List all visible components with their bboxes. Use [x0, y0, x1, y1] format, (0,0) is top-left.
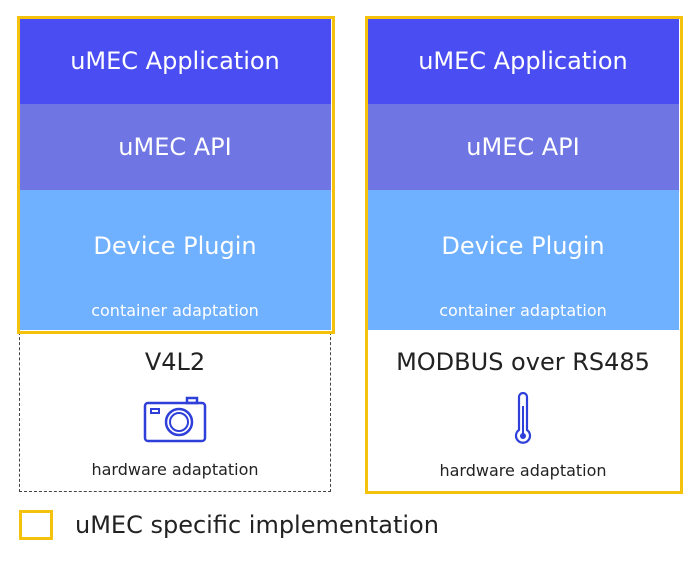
camera-icon: [143, 396, 207, 443]
api-layer: uMEC API: [367, 104, 679, 190]
application-layer: uMEC Application: [19, 18, 331, 104]
device-plugin-label: Device Plugin: [93, 232, 257, 260]
stack-v4l2: uMEC Application uMEC API Device Plugin …: [17, 16, 335, 492]
container-adaptation-label: container adaptation: [91, 301, 259, 320]
api-layer-label: uMEC API: [466, 133, 580, 161]
hardware-section: V4L2 hardware adaptation: [19, 332, 331, 492]
hardware-section: MODBUS over RS485 hardware adaptation: [367, 332, 679, 492]
legend-swatch: [19, 510, 53, 540]
device-plugin-layer: Device Plugin container adaptation: [19, 190, 331, 330]
legend-label: uMEC specific implementation: [75, 511, 439, 539]
hardware-adaptation-label: hardware adaptation: [91, 460, 259, 479]
stack-modbus: uMEC Application uMEC API Device Plugin …: [365, 16, 683, 494]
hardware-title: V4L2: [144, 348, 206, 376]
api-layer: uMEC API: [19, 104, 331, 190]
application-layer-label: uMEC Application: [70, 47, 280, 75]
application-layer: uMEC Application: [367, 18, 679, 104]
application-layer-label: uMEC Application: [418, 47, 628, 75]
hardware-adaptation-label: hardware adaptation: [439, 461, 607, 480]
device-plugin-layer: Device Plugin container adaptation: [367, 190, 679, 330]
container-adaptation-label: container adaptation: [439, 301, 607, 320]
legend: uMEC specific implementation: [19, 510, 439, 540]
device-plugin-label: Device Plugin: [441, 232, 605, 260]
api-layer-label: uMEC API: [118, 133, 232, 161]
thermometer-icon: [514, 392, 532, 444]
hardware-title: MODBUS over RS485: [396, 348, 650, 376]
